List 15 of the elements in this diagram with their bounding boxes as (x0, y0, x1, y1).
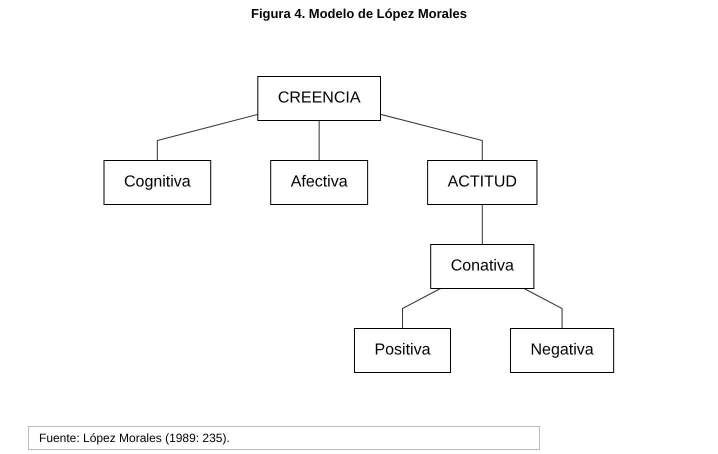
node-box: Positiva (354, 328, 452, 373)
connector (524, 288, 563, 329)
node-box: Afectiva (270, 160, 368, 205)
node-box: Negativa (510, 328, 614, 373)
connector (380, 114, 483, 161)
node-box: CREENCIA (258, 76, 382, 121)
connector (318, 120, 320, 161)
connector (402, 288, 442, 329)
figure-title: Figura 4. Modelo de López Morales (251, 6, 467, 21)
node-box: ACTITUD (427, 160, 538, 205)
node-box: Conativa (430, 244, 535, 289)
connector (482, 204, 483, 245)
source-caption: Fuente: López Morales (1989: 235). (28, 426, 540, 450)
node-box: Cognitiva (104, 160, 212, 205)
connector (157, 114, 258, 161)
